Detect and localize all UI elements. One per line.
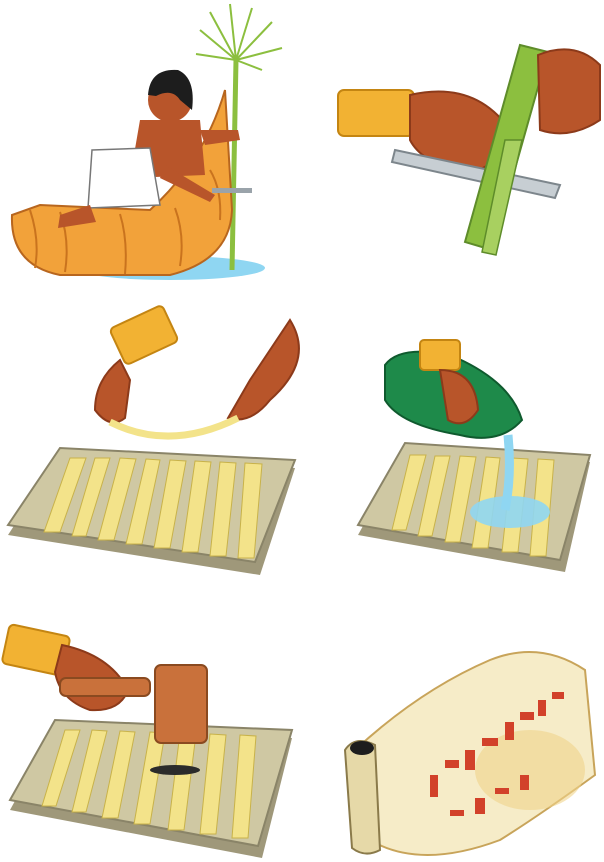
scroll-end [350,741,374,755]
knife-splitting-icon [300,0,604,290]
left-hand [95,360,130,423]
water-stream [505,435,509,510]
papyrus-stalk [232,60,236,270]
papyrus-scroll-icon [300,600,604,862]
panel-pound [0,600,300,862]
mallet-icon [0,600,300,862]
gold-bracelet [338,90,414,136]
panel-harvest [0,0,300,290]
panel-scroll [300,600,604,862]
papyrus-umbel [196,4,282,70]
knife [212,188,252,193]
panel-lay-strips [0,300,300,580]
reed-strip-held [110,418,238,436]
reed-cutting-icon [0,0,300,290]
laying-strips-icon [0,300,300,580]
gold-bracelet [109,305,178,366]
right-hand [538,49,600,133]
kilt [88,148,160,208]
pouring-water-icon [300,300,604,580]
gold-bracelet [420,340,460,370]
right-arm [228,320,299,420]
mallet-head [155,665,207,743]
pounded-spot [150,765,200,775]
scroll-roll [345,741,380,854]
panel-split [300,0,604,290]
mallet-handle [60,678,150,696]
panel-wet [300,300,604,580]
